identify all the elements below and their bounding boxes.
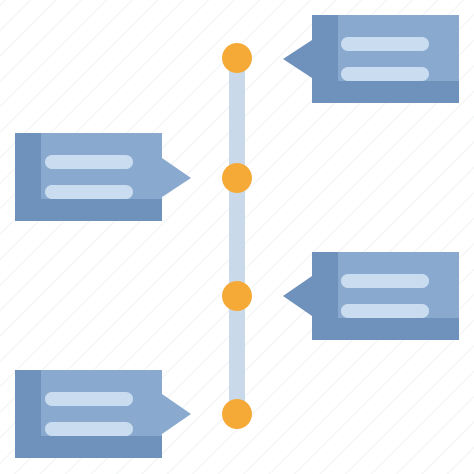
timeline-entry-1 bbox=[283, 15, 459, 103]
timeline-node bbox=[222, 281, 252, 311]
text-line bbox=[45, 185, 133, 199]
text-line bbox=[45, 422, 133, 436]
timeline-node bbox=[222, 399, 252, 429]
callout-pointer bbox=[283, 40, 312, 78]
text-line bbox=[45, 155, 133, 169]
timeline-entry-3 bbox=[283, 252, 459, 340]
timeline-entry-2 bbox=[15, 133, 191, 221]
text-line bbox=[45, 392, 133, 406]
text-line bbox=[341, 67, 429, 81]
callout-pointer bbox=[162, 158, 191, 197]
timeline-node bbox=[222, 163, 252, 193]
text-line bbox=[341, 304, 429, 318]
timeline-spine bbox=[229, 58, 245, 416]
text-line bbox=[341, 274, 429, 288]
text-line bbox=[341, 37, 429, 51]
callout-pointer bbox=[283, 276, 312, 316]
timeline-entry-4 bbox=[15, 370, 191, 458]
timeline-node bbox=[222, 43, 252, 73]
callout-pointer bbox=[162, 394, 191, 434]
